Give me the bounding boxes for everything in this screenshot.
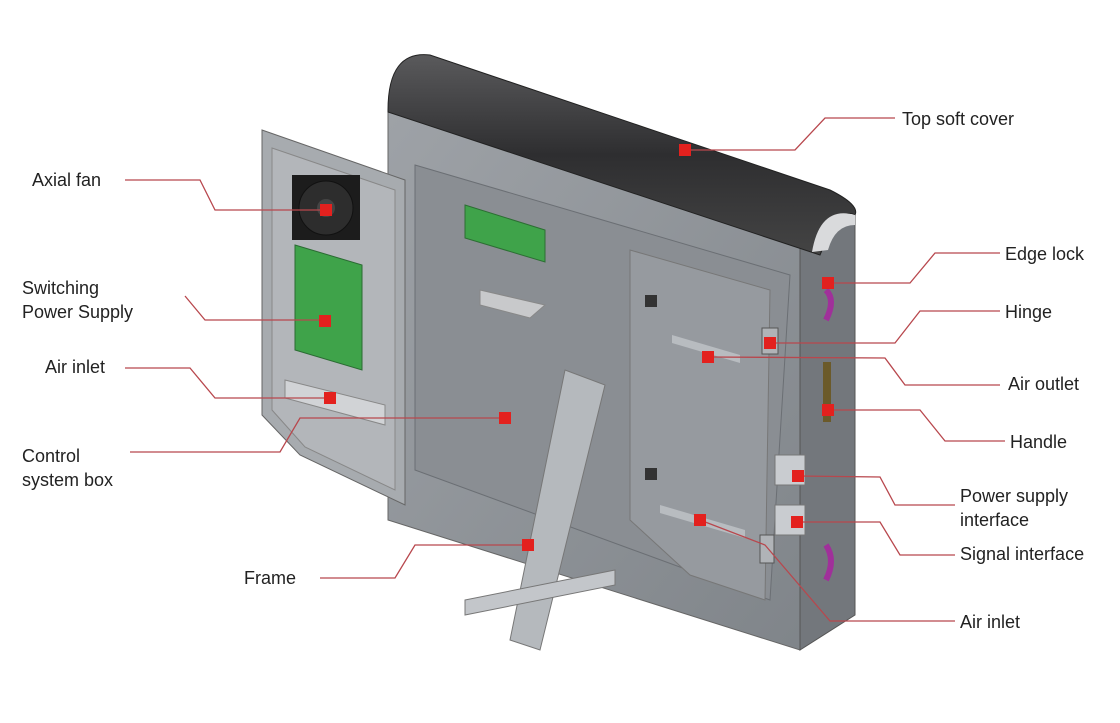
label-control-box-line2: system box bbox=[22, 470, 113, 490]
air-outlet-slot bbox=[672, 335, 740, 363]
label-frame: Frame bbox=[244, 568, 296, 588]
marker-air-outlet bbox=[702, 351, 714, 363]
handle-part bbox=[823, 362, 831, 422]
marker-edge-lock bbox=[822, 277, 834, 289]
module-pcb bbox=[464, 204, 546, 263]
marker-switching-psu bbox=[319, 315, 331, 327]
edge-lock-part bbox=[823, 287, 834, 322]
label-edge-lock: Edge lock bbox=[1005, 244, 1085, 264]
marker-air-inlet-right bbox=[694, 514, 706, 526]
labels: Axial fan Switching Power Supply Air inl… bbox=[22, 109, 1085, 632]
label-handle: Handle bbox=[1010, 432, 1067, 452]
label-top-soft-cover: Top soft cover bbox=[902, 109, 1014, 129]
label-air-outlet: Air outlet bbox=[1008, 374, 1079, 394]
marker-signal-interface bbox=[791, 516, 803, 528]
label-control-box-line1: Control bbox=[22, 446, 80, 466]
marker-axial-fan bbox=[320, 204, 332, 216]
marker-handle bbox=[822, 404, 834, 416]
label-air-inlet-left: Air inlet bbox=[45, 357, 105, 377]
marker-control-box bbox=[499, 412, 511, 424]
label-power-interface-line2: interface bbox=[960, 510, 1029, 530]
control-system-box bbox=[261, 129, 406, 506]
mount-hole bbox=[645, 295, 657, 307]
switching-power-supply bbox=[294, 244, 363, 371]
marker-power-interface bbox=[792, 470, 804, 482]
marker-frame bbox=[522, 539, 534, 551]
marker-hinge bbox=[764, 337, 776, 349]
label-switching-psu-line2: Power Supply bbox=[22, 302, 133, 322]
label-power-interface-line1: Power supply bbox=[960, 486, 1068, 506]
label-air-inlet-right: Air inlet bbox=[960, 612, 1020, 632]
label-axial-fan: Axial fan bbox=[32, 170, 101, 190]
module-bracket bbox=[479, 289, 547, 319]
marker-air-inlet-left bbox=[324, 392, 336, 404]
top-soft-cover bbox=[387, 54, 857, 256]
hinge-part bbox=[759, 534, 775, 564]
mount-hole bbox=[645, 468, 657, 480]
leader-lines bbox=[125, 117, 1005, 622]
label-signal-interface: Signal interface bbox=[960, 544, 1084, 564]
label-hinge: Hinge bbox=[1005, 302, 1052, 322]
edge-lock-part bbox=[823, 543, 834, 582]
markers bbox=[319, 144, 834, 551]
label-switching-psu-line1: Switching bbox=[22, 278, 99, 298]
marker-top-soft-cover bbox=[679, 144, 691, 156]
